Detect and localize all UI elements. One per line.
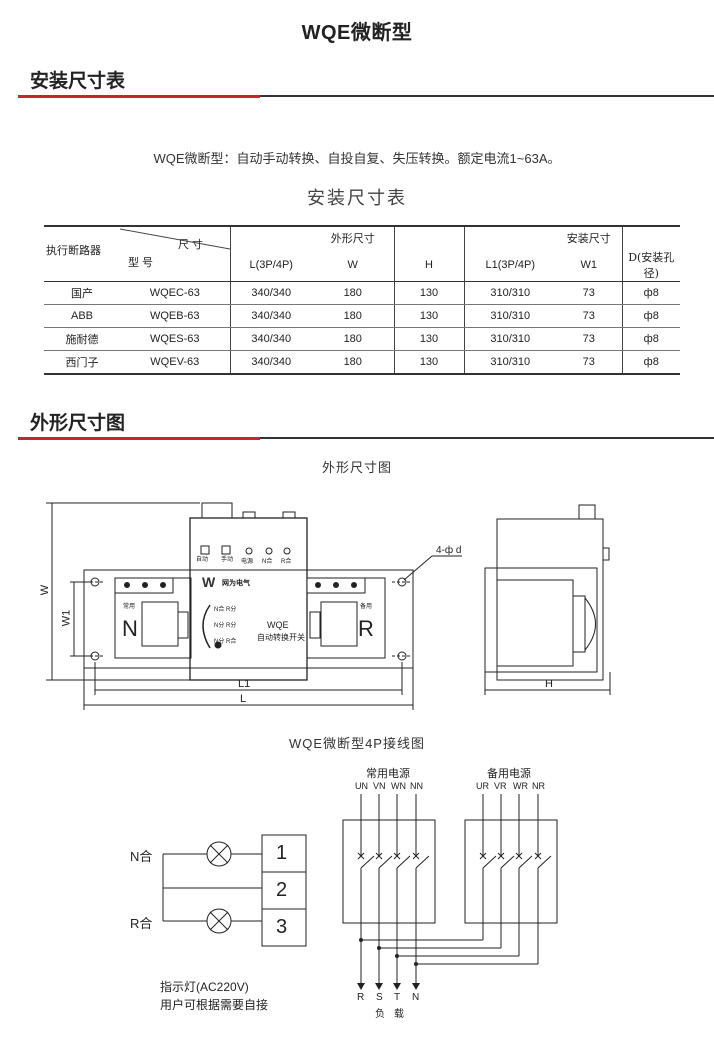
col-header: L1(3P/4P) [463, 249, 556, 282]
col-header: W [312, 249, 394, 282]
hole-label: 4-ф d [436, 545, 462, 556]
note-lamp: 指示灯(AC220V) [160, 980, 249, 994]
panel-model: WQE [267, 620, 289, 630]
breaker-letter-r: R [358, 616, 374, 641]
wiring-title: WQE微断型4P接线图 [289, 736, 425, 751]
terminal-label: WR [513, 781, 528, 791]
col-header: W1 [556, 249, 622, 282]
dimension-table: 尺 寸 执行断路器 型 号 外形尺寸 安装尺寸 L(3P/4P) W H L1(… [44, 225, 680, 375]
status-line: N分 R合 [214, 639, 237, 645]
terminal-label: VN [373, 781, 386, 791]
group-install: 安装尺寸 [556, 225, 622, 249]
panel-auto: 自动 [196, 557, 209, 563]
normal-source-label: 常用电源 [366, 768, 410, 780]
terminal-number: 2 [276, 879, 288, 901]
load-term: T [394, 992, 401, 1003]
table-title: 安装尺寸表 [307, 188, 407, 209]
col-header: H [393, 249, 464, 282]
terminal-number: 1 [276, 842, 288, 864]
corner-left: 执行断路器 [46, 244, 101, 257]
backup-source-label: 备用电源 [487, 768, 531, 780]
intro-text: WQE微断型：自动手动转换、自投自复、失压转换。额定电流1~63A。 [153, 151, 561, 166]
load-term: S [376, 992, 383, 1003]
panel-power: 电源 [241, 559, 254, 565]
group-outer: 外形尺寸 [312, 225, 394, 249]
status-line: N合 R分 [214, 607, 237, 613]
terminal-number: 3 [276, 916, 288, 938]
load-label-2: 载 [394, 1009, 404, 1020]
note-wiring: 用户可根据需要自接 [160, 998, 269, 1012]
outline-figure-title: 外形尺寸图 [321, 461, 392, 476]
status-line: N分 R分 [214, 623, 237, 629]
terminal-label: NR [532, 781, 545, 791]
col-header: L(3P/4P) [229, 249, 312, 282]
panel-manual: 手动 [221, 557, 234, 563]
table-corner: 尺 寸 执行断路器 型 号 [44, 225, 230, 282]
panel-r-ok: R合 [281, 559, 292, 565]
terminal-label: UN [355, 781, 368, 791]
lamp-r-label: R合 [130, 916, 153, 931]
terminal-label: UR [476, 781, 489, 791]
load-term: N [412, 992, 420, 1003]
dim-l1-label: L1 [238, 678, 251, 690]
corner-top: 尺 寸 [178, 239, 204, 251]
dim-h-label: H [545, 678, 553, 690]
col-header: D(安装孔径) [621, 249, 680, 282]
section-title-install: 安装尺寸表 [30, 71, 126, 92]
breaker-letter-n: N [122, 616, 138, 641]
terminal-label: NN [410, 781, 423, 791]
terminal-label: WN [391, 781, 406, 791]
terminal-label: VR [494, 781, 507, 791]
section-rule [18, 95, 714, 98]
page-title: WQE微断型 [301, 22, 413, 44]
load-term: R [357, 992, 365, 1003]
section-rule [18, 437, 714, 440]
panel-device: 自动转换开关 [257, 633, 305, 642]
brand-logo: W [202, 574, 216, 590]
brand-name: 网为电气 [222, 580, 250, 587]
load-label-1: 负 [375, 1009, 385, 1020]
corner-bottom: 型 号 [128, 257, 154, 269]
section-title-outline: 外形尺寸图 [30, 413, 126, 434]
lamp-n-label: N合 [130, 849, 153, 864]
dim-l-label: L [240, 693, 247, 705]
panel-n-ok: N合 [262, 559, 273, 565]
breaker-label-normal: 常用 [123, 604, 136, 610]
breaker-label-backup: 备用 [360, 604, 373, 610]
